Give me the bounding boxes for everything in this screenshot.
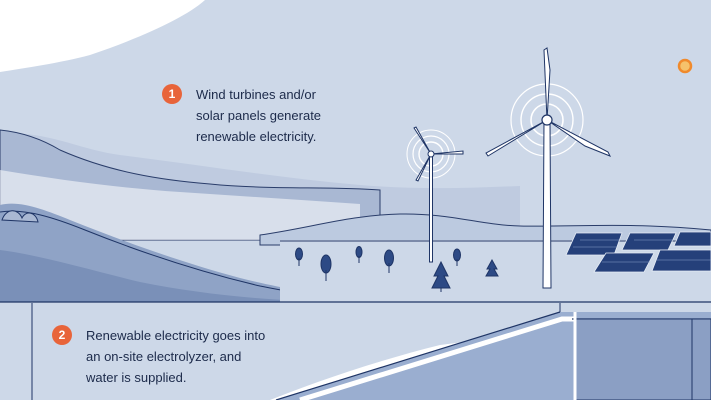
step-description: Wind turbines and/or solar panels genera… — [196, 84, 321, 147]
step-2: 2 Renewable electricity goes into an on-… — [52, 325, 265, 388]
step-text-line: Renewable electricity goes into — [86, 328, 266, 343]
wind-turbine-icon — [406, 126, 464, 263]
electrolyzer-wall — [574, 318, 711, 400]
wind-turbine-icon — [485, 47, 612, 289]
step-text-line: Wind turbines and/or — [196, 87, 316, 102]
foreground-shade — [0, 250, 330, 302]
step-number-badge: 1 — [162, 84, 182, 104]
cloud-band — [0, 0, 205, 72]
step-description: Renewable electricity goes into an on-si… — [86, 325, 265, 388]
solar-panel-icon — [565, 231, 711, 273]
step-1: 1 Wind turbines and/or solar panels gene… — [162, 84, 321, 147]
mist-layer — [0, 170, 360, 240]
step-text-line: water is supplied. — [86, 370, 187, 385]
sun-icon — [677, 58, 693, 74]
solar-panel-grid — [573, 239, 711, 263]
step-text-line: solar panels generate — [196, 108, 322, 123]
step-text-line: renewable electricity. — [196, 129, 317, 144]
bush-icon — [1, 210, 39, 223]
step-text-line: an on-site electrolyzer, and — [86, 349, 242, 364]
step-number-badge: 2 — [52, 325, 72, 345]
tree-icon — [295, 246, 499, 292]
